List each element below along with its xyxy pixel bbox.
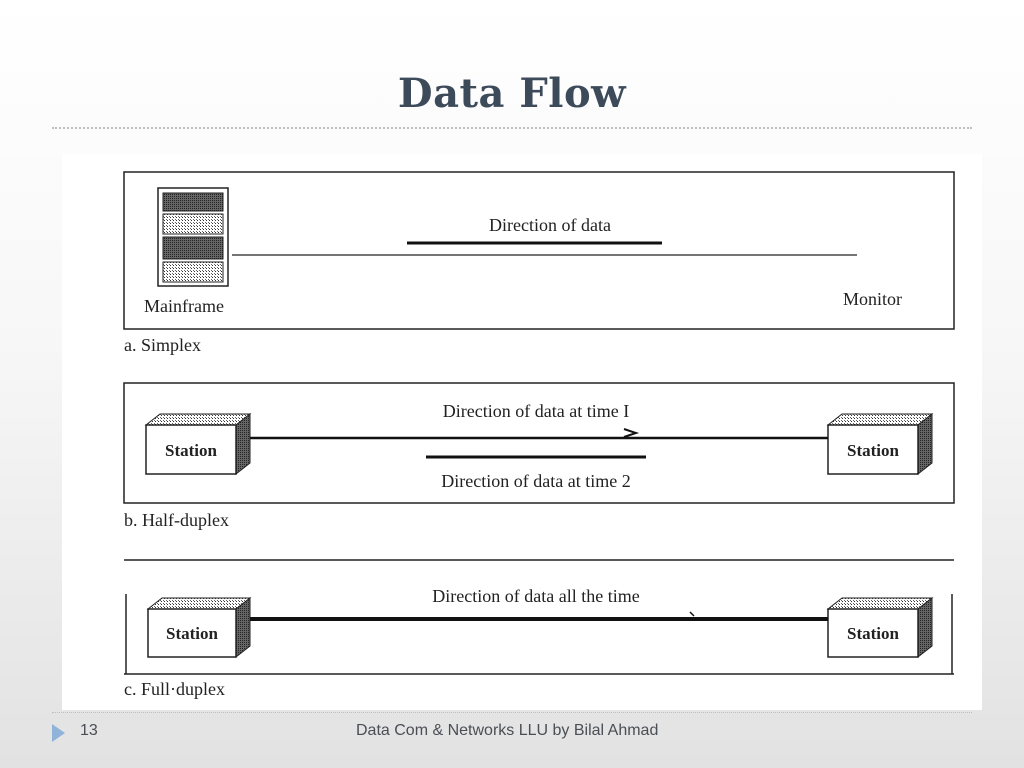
full-duplex-panel: Station Station Direction of data all th… [124,559,954,699]
station-box-icon [144,412,252,476]
diagram-svg: Direction of data Mainframe Monitor a. S… [123,171,955,699]
half-duplex-left-station-label: Station [165,441,218,460]
mainframe-icon [157,187,229,287]
arrow-right-icon [623,428,640,438]
data-flow-diagram: Direction of data Mainframe Monitor a. S… [62,154,982,710]
simplex-caption: a. Simplex [124,335,201,355]
title-divider [52,127,972,129]
half-duplex-frame [123,382,955,504]
footer-credit: Data Com & Networks LLU by Bilal Ahmad [356,722,659,739]
full-duplex-right-station-label: Station [847,624,900,643]
page-number: 13 [80,722,98,739]
half-duplex-time2-label: Direction of data at time 2 [441,471,630,491]
station-box-icon [826,412,934,476]
simplex-direction-label: Direction of data [489,215,611,235]
station-box-icon [146,596,252,659]
half-duplex-time1-label: Direction of data at time I [443,401,629,421]
triangle-right-icon [52,724,65,742]
half-duplex-right-station-label: Station [847,441,900,460]
half-duplex-caption: b. Half-duplex [124,510,229,530]
station-box-icon [826,596,934,659]
full-duplex-caption: c. Full·duplex [124,679,225,699]
simplex-panel: Direction of data Mainframe Monitor a. S… [123,171,955,355]
simplex-frame [123,171,955,330]
full-duplex-left-station-label: Station [166,624,219,643]
footer-divider [52,712,972,713]
arrow-mark-icon [689,611,695,617]
half-duplex-panel: Station Station Direction of data at tim… [123,382,955,530]
monitor-label: Monitor [843,289,902,309]
mainframe-label: Mainframe [144,296,224,316]
slide-title: Data Flow [397,70,627,117]
full-duplex-direction-label: Direction of data all the time [432,586,639,606]
